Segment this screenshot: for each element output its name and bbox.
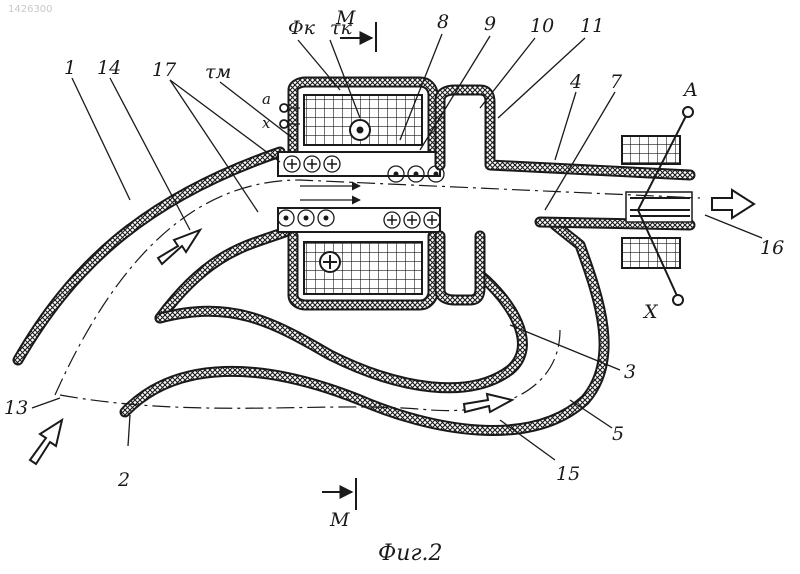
terminal-A: [683, 107, 693, 117]
label-X: X: [642, 301, 659, 323]
label-phi-k: Φк: [288, 17, 316, 39]
label-1: 1: [64, 57, 76, 79]
label-m-bottom: M: [329, 509, 350, 531]
label-x: x: [262, 114, 271, 132]
label-A: A: [682, 79, 698, 101]
magnet-core: [278, 82, 444, 305]
label-17: 17: [152, 59, 177, 81]
side-magnet-top: [622, 136, 680, 164]
label-2: 2: [117, 469, 130, 491]
label-7: 7: [610, 71, 623, 93]
terminal-a: [280, 104, 288, 112]
label-8: 8: [437, 11, 449, 33]
label-16: 16: [760, 237, 784, 259]
label-10: 10: [530, 15, 554, 37]
flow-arrow-14: [158, 230, 200, 264]
terminal-x: [280, 120, 288, 128]
label-tau-m: τм: [205, 61, 231, 83]
label-4: 4: [569, 71, 582, 93]
label-m-top: M: [335, 7, 356, 29]
label-3: 3: [624, 361, 636, 383]
side-magnet-bottom: [622, 238, 680, 268]
label-11: 11: [580, 15, 604, 37]
figure-caption: Фиг.2: [378, 541, 443, 566]
label-14: 14: [97, 57, 121, 79]
flow-arrow-16: [712, 190, 754, 218]
label-9: 9: [484, 13, 496, 35]
label-15: 15: [556, 463, 580, 485]
flow-arrow-13: [30, 420, 62, 464]
terminal-X: [673, 295, 683, 305]
label-5: 5: [612, 423, 624, 445]
flow-arrow-15: [464, 394, 512, 412]
watermark-text: 1426300: [8, 4, 53, 15]
label-a: a: [262, 90, 271, 108]
label-13: 13: [4, 397, 28, 419]
section-marker-bottom: [322, 478, 356, 510]
